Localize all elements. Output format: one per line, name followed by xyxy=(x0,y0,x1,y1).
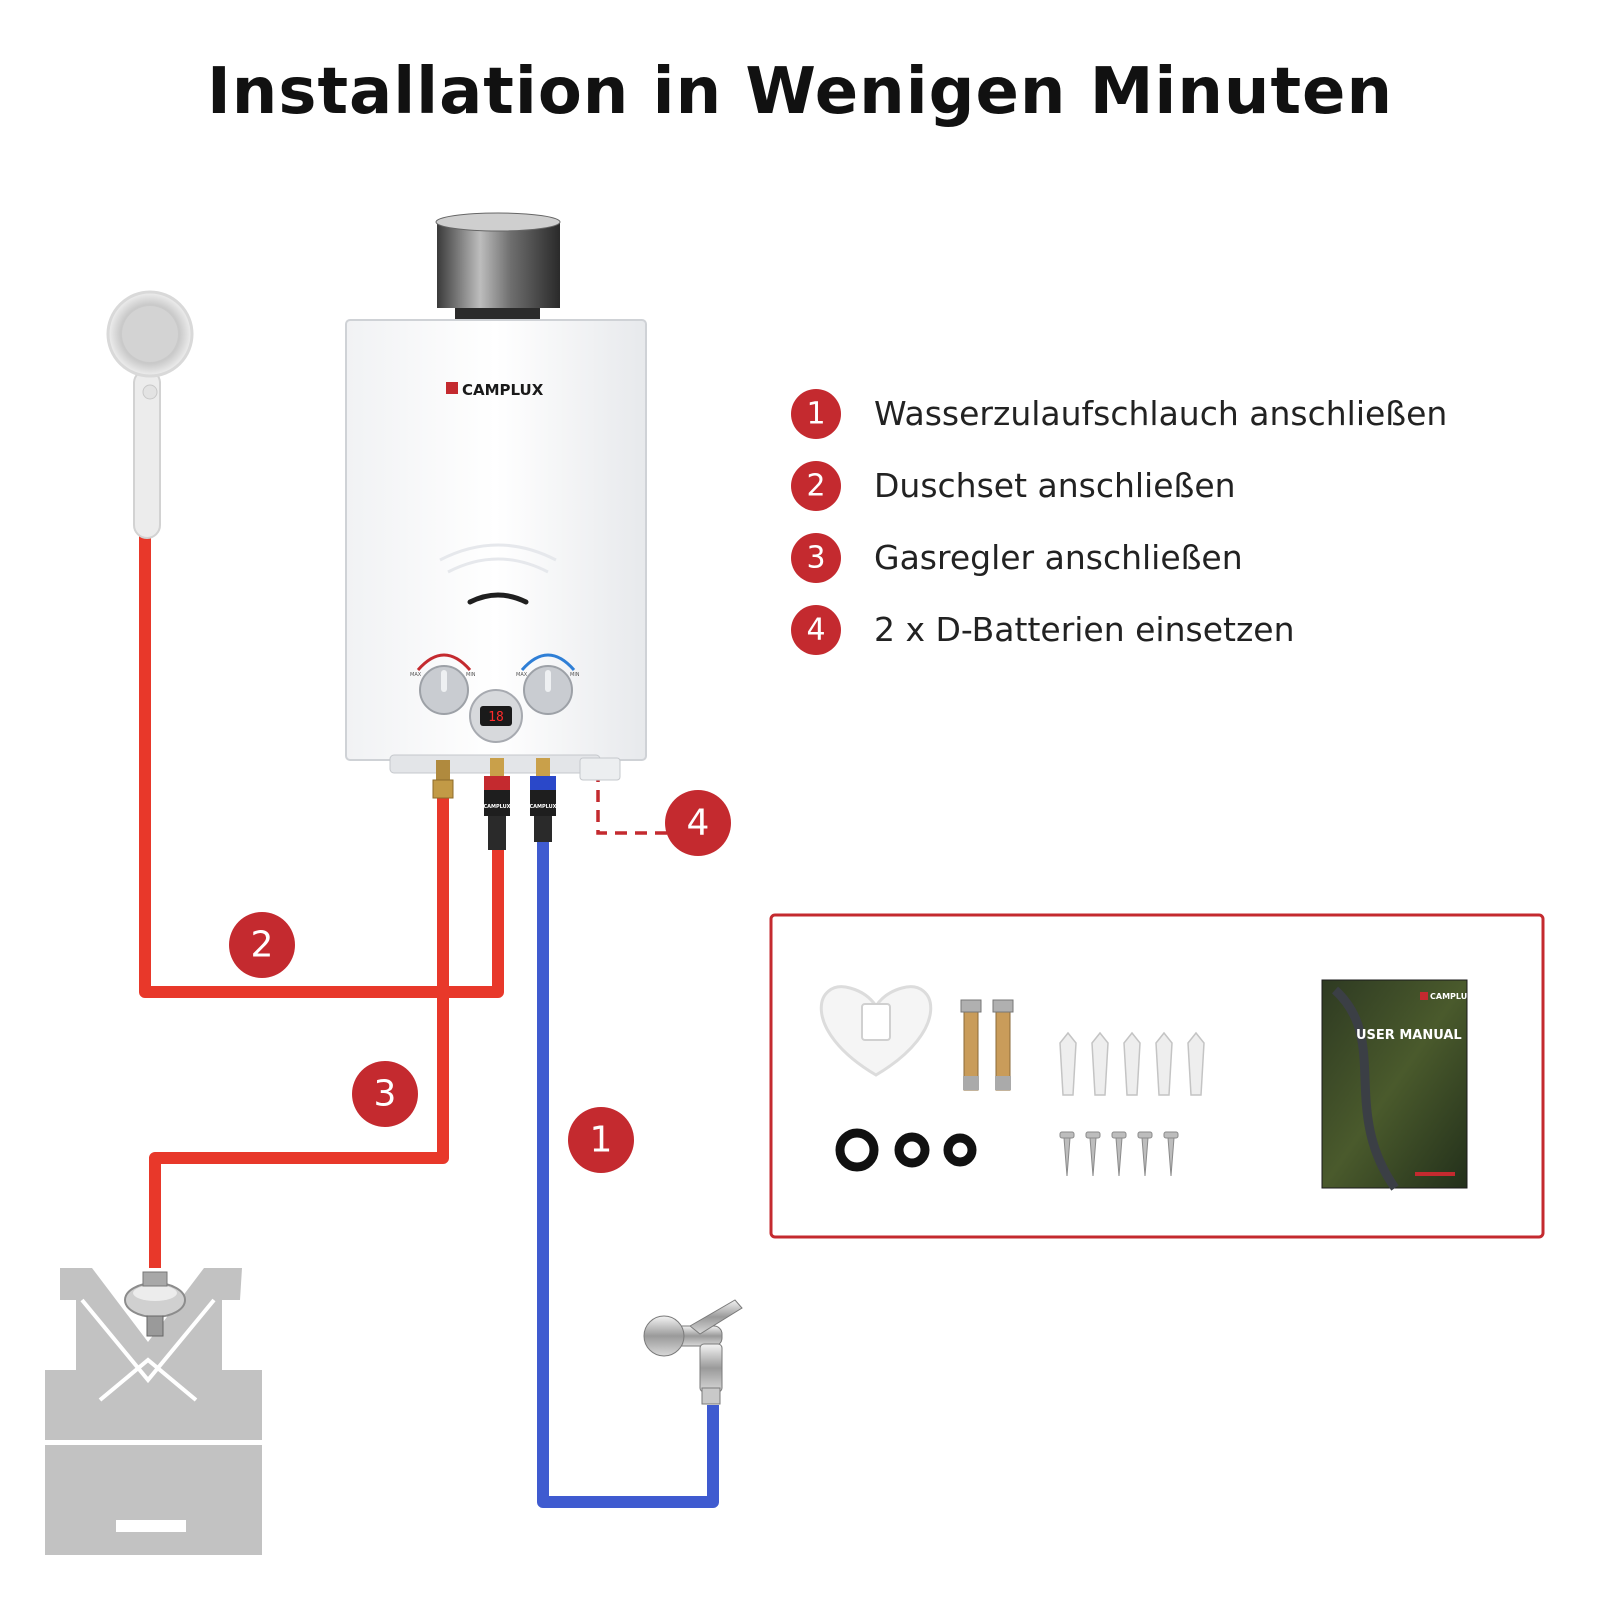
svg-text:4: 4 xyxy=(687,803,710,844)
svg-text:USER MANUAL: USER MANUAL xyxy=(1356,1028,1462,1043)
svg-text:2: 2 xyxy=(251,925,274,966)
svg-text:3: 3 xyxy=(374,1074,397,1115)
battery-dashed-line xyxy=(596,770,680,835)
step-label-1: Wasserzulaufschlauch anschließen xyxy=(874,394,1447,433)
accessories-box: CAMPLUX USER MANUAL xyxy=(769,913,1545,1239)
svg-text:MIN: MIN xyxy=(466,672,476,678)
temperature-display: 18 xyxy=(469,689,523,743)
step-label-2: Duschset anschließen xyxy=(874,466,1236,505)
list-item: 4 2 x D-Batterien einsetzen xyxy=(791,605,1295,655)
step-badge-3: 3 xyxy=(352,1061,418,1127)
svg-text:2: 2 xyxy=(806,469,825,504)
wall-plug-icon xyxy=(1059,1031,1205,1096)
user-manual-icon: CAMPLUX USER MANUAL xyxy=(1321,979,1474,1191)
anchor-bolt-icon xyxy=(960,999,982,1091)
anchor-bolt-icon xyxy=(992,999,1014,1091)
screw-icon xyxy=(1059,1131,1179,1177)
svg-text:1: 1 xyxy=(806,397,825,432)
hot-water-connector: CAMPLUX xyxy=(483,758,511,850)
shower-holder-icon xyxy=(819,985,933,1077)
svg-text:CAMPLUX: CAMPLUX xyxy=(529,804,556,810)
shower-hose xyxy=(139,535,504,998)
svg-text:4: 4 xyxy=(806,613,825,648)
shower-head-icon xyxy=(106,290,194,539)
water-inlet-hose xyxy=(537,835,719,1508)
svg-text:3: 3 xyxy=(806,541,825,576)
svg-text:MAX: MAX xyxy=(516,672,528,678)
gas-bottle-icon xyxy=(45,1268,262,1555)
brand-logo: CAMPLUX xyxy=(446,381,544,399)
page-title: Installation in Wenigen Minuten xyxy=(206,55,1394,129)
water-heater: CAMPLUX MAX MIN MAX MIN 18 xyxy=(345,212,647,850)
water-faucet-icon xyxy=(643,1299,743,1405)
step-badge-2: 2 xyxy=(229,912,295,978)
list-item: 1 Wasserzulaufschlauch anschließen xyxy=(791,389,1447,439)
water-knob-right: MAX MIN xyxy=(516,653,580,715)
svg-text:MAX: MAX xyxy=(410,672,422,678)
step-badge-1: 1 xyxy=(568,1107,634,1173)
step-label-4: 2 x D-Batterien einsetzen xyxy=(874,610,1295,649)
step-label-3: Gasregler anschließen xyxy=(874,538,1243,577)
gas-hose xyxy=(149,790,449,1268)
svg-text:18: 18 xyxy=(488,710,504,725)
cold-water-connector: CAMPLUX xyxy=(529,758,557,842)
brand-name: CAMPLUX xyxy=(462,381,544,399)
list-item: 3 Gasregler anschließen xyxy=(791,533,1243,583)
gas-regulator-icon xyxy=(124,1271,186,1337)
svg-text:MIN: MIN xyxy=(570,672,580,678)
step-badge-4: 4 xyxy=(665,790,731,856)
list-item: 2 Duschset anschließen xyxy=(791,461,1236,511)
svg-text:CAMPLUX: CAMPLUX xyxy=(1430,992,1474,1001)
svg-text:1: 1 xyxy=(590,1120,613,1161)
step-list: 1 Wasserzulaufschlauch anschließen 2 Dus… xyxy=(791,389,1447,655)
temperature-knob-left: MAX MIN xyxy=(410,653,476,715)
svg-text:CAMPLUX: CAMPLUX xyxy=(483,804,510,810)
gasket-icon xyxy=(835,1128,977,1172)
